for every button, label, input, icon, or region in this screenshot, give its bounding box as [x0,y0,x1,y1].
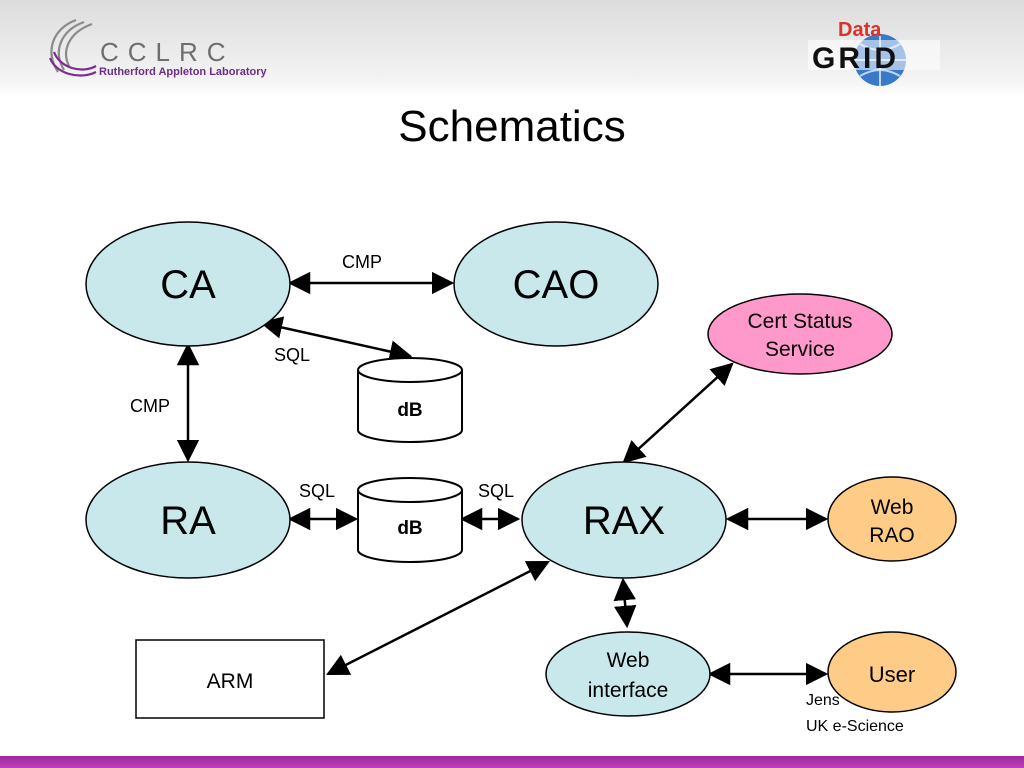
edge-label-ca-ra: CMP [130,396,170,416]
node-arm [135,639,325,719]
node-web-rao-label-1: Web [871,496,914,519]
edge-label-db-rax: SQL [478,481,514,501]
node-arm-label: ARM [207,670,254,693]
logo-grid-text: GRID [812,42,899,75]
node-web-interface-label-1: Web [607,649,650,672]
node-ca-label: CA [160,263,216,307]
node-rax [521,461,727,579]
footer-affiliation: UK e-Science [806,718,904,735]
db-mid-label: dB [397,518,422,539]
node-cert-status [707,293,893,375]
node-cao-label: CAO [513,263,600,307]
node-rax-label: RAX [583,499,665,543]
org-lab-name: Rutherford Appleton Laboratory [99,66,267,78]
node-cert-status-label-1: Cert Status [747,310,852,333]
db-cylinder-mid [357,477,463,563]
edge-rax-arm [325,560,551,676]
edge-label-ca-cao: CMP [342,252,382,272]
node-web-interface [545,631,711,717]
cclrc-logo-icon [48,18,97,77]
node-web-rao [827,476,957,562]
node-ra [85,461,291,579]
datagrid-logo-icon: Data GRID [808,19,940,86]
node-web-interface-label-2: interface [588,679,669,702]
node-user [827,631,957,713]
edge-rax-webinterface [613,577,637,629]
node-ca [85,221,291,347]
db-cylinder-top [357,357,463,443]
node-ra-label: RA [160,499,216,543]
logo-data-text: Data [838,19,882,41]
node-user-label: User [869,662,915,687]
edge-ca-db [259,316,413,363]
footer-author: Jens [806,692,840,709]
edge-rax-cert [622,362,734,464]
edge-label-ra-db: SQL [299,481,335,501]
node-cert-status-label-2: Service [765,338,835,361]
node-web-rao-label-2: RAO [869,524,915,547]
footer-bar [0,756,1024,768]
page-title: Schematics [398,102,626,151]
org-name: CCLRC [100,37,235,67]
node-cao [453,221,659,347]
edge-label-ca-db: SQL [274,345,310,365]
db-top-label: dB [397,400,422,421]
